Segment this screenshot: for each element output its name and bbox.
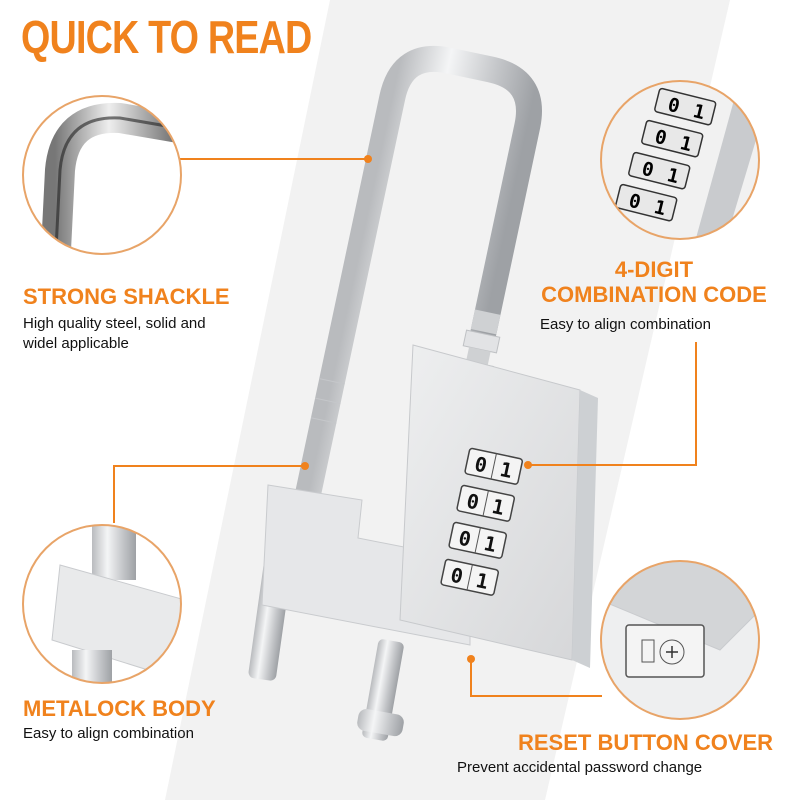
svg-text:0: 0 bbox=[627, 190, 643, 214]
dial-1-left: 0 bbox=[472, 452, 489, 478]
svg-text:0: 0 bbox=[653, 126, 669, 150]
combination-dials: 0 1 0 1 0 1 0 1 bbox=[440, 447, 524, 596]
heading-line: 4-DIGIT bbox=[614, 257, 694, 282]
feature-heading-strong-shackle: STRONG SHACKLE bbox=[23, 284, 230, 309]
shackle-closeup-icon bbox=[22, 95, 182, 255]
desc-line: widel applicable bbox=[23, 334, 129, 352]
feature-desc-strong-shackle: High quality steel, solid and widel appl… bbox=[23, 314, 206, 353]
desc-line: High quality steel, solid and bbox=[23, 315, 206, 332]
feature-desc-4-digit: Easy to align combination bbox=[540, 316, 711, 333]
heading-line: COMBINATION CODE bbox=[541, 281, 767, 307]
leader-lines bbox=[113, 158, 697, 697]
dial-3-left: 0 bbox=[456, 526, 473, 552]
dial-2-right: 1 bbox=[490, 494, 507, 520]
body-closeup-icon bbox=[22, 524, 182, 684]
feature-desc-reset-button: Prevent accidental password change bbox=[457, 759, 703, 776]
dial-2-left: 0 bbox=[464, 489, 481, 515]
svg-text:1: 1 bbox=[691, 100, 707, 124]
dial-3-right: 1 bbox=[482, 531, 499, 557]
svg-text:1: 1 bbox=[678, 132, 694, 156]
reset-button-closeup-icon bbox=[600, 560, 760, 720]
svg-text:1: 1 bbox=[665, 164, 681, 188]
feature-heading-metalock-body: METALOCK BODY bbox=[23, 696, 216, 721]
feature-desc-metalock-body: Easy to align combination bbox=[23, 725, 194, 742]
page-title: QUICK TO READ bbox=[21, 11, 312, 63]
feature-heading-4-digit: 4-DIGIT COMBINATION CODE bbox=[528, 257, 780, 307]
dial-1-right: 1 bbox=[498, 457, 515, 483]
svg-text:1: 1 bbox=[652, 196, 668, 220]
svg-text:0: 0 bbox=[666, 94, 682, 118]
svg-text:0: 0 bbox=[640, 158, 656, 182]
dial-4-right: 1 bbox=[474, 568, 491, 594]
feature-heading-reset-button: RESET BUTTON COVER bbox=[518, 730, 774, 755]
dial-4-left: 0 bbox=[448, 563, 465, 589]
